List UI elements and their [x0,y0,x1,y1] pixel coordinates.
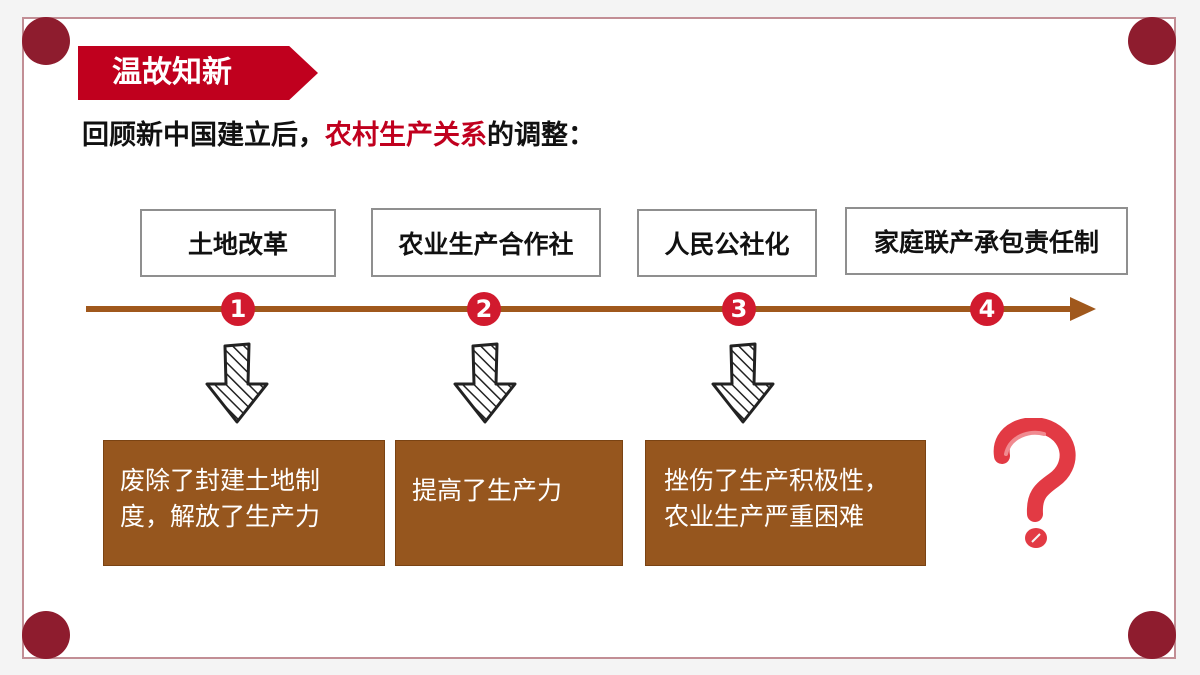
result-line: 提高了生产力 [412,476,563,505]
stage-cooperative: 农业生产合作社 [371,208,601,277]
stage-commune: 人民公社化 [637,209,817,277]
result-line: 挫伤了生产积极性， [664,466,890,495]
banner-title: 温故知新 [112,55,232,90]
stage-number-1: 1 [221,292,255,326]
stage-land-reform: 土地改革 [140,209,336,277]
result-commune: 挫伤了生产积极性， 农业生产严重困难 [645,440,926,566]
title-banner [78,46,318,100]
result-line: 废除了封建土地制 [120,466,321,495]
result-cooperative: 提高了生产力 [395,440,623,566]
timeline-arrowhead [1070,297,1096,321]
stage-number-2: 2 [467,292,501,326]
corner-decoration [22,611,70,659]
stage-number-3: 3 [722,292,756,326]
page-subtitle: 回顾新中国建立后，农村生产关系的调整： [82,116,595,156]
subtitle-prefix: 回顾新中国建立后， [82,120,325,151]
subtitle-suffix: 的调整： [487,120,595,151]
hatched-down-arrow-icon [711,342,775,424]
corner-decoration [1128,17,1176,65]
result-land-reform: 废除了封建土地制 度，解放了生产力 [103,440,385,566]
stage-number-4: 4 [970,292,1004,326]
subtitle-highlight: 农村生产关系 [325,120,487,151]
hatched-down-arrow-icon [205,342,269,424]
result-line: 度，解放了生产力 [120,502,321,531]
corner-decoration [1128,611,1176,659]
stage-household-contract: 家庭联产承包责任制 [845,207,1128,275]
result-line: 农业生产严重困难 [664,502,865,531]
hatched-down-arrow-icon [453,342,517,424]
corner-decoration [22,17,70,65]
question-mark-icon [993,418,1076,548]
